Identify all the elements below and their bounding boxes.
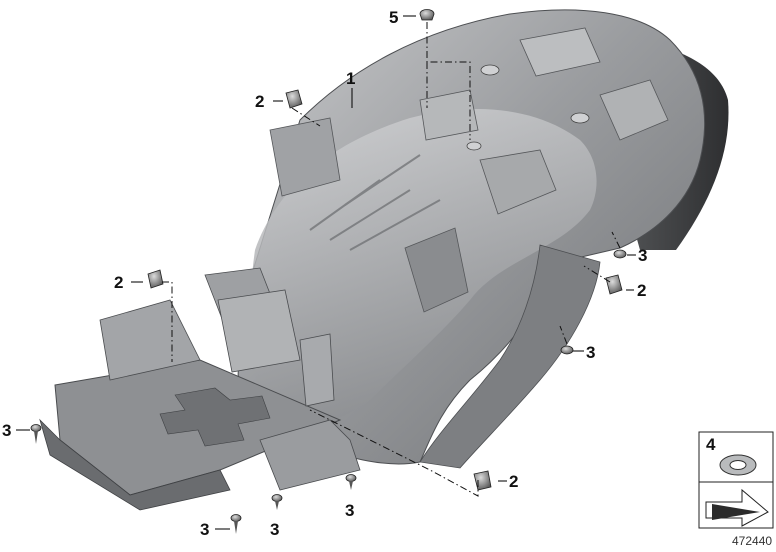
speed-nut-2d xyxy=(473,470,492,491)
callout-2: 2 xyxy=(255,92,264,111)
callout-4: 4 xyxy=(706,435,716,454)
mudguard-left-bracket xyxy=(269,117,341,197)
tray-post xyxy=(299,333,335,407)
callout-3: 3 xyxy=(270,520,279,539)
tray-wall xyxy=(217,289,301,373)
callout-3: 3 xyxy=(638,246,647,265)
tray-front-edge xyxy=(39,418,231,511)
rear-mudguard-part xyxy=(237,9,729,469)
callout-3: 3 xyxy=(345,501,354,520)
tray-wall xyxy=(99,299,201,381)
callout-2: 2 xyxy=(509,472,518,491)
callout-5: 5 xyxy=(389,8,398,27)
mudguard-top-block xyxy=(519,27,601,77)
screw-3-bottom-middle xyxy=(271,494,283,510)
inset-box: 4 xyxy=(698,431,774,529)
screw-3-right-upper xyxy=(613,249,627,259)
assembly-symbol-icon xyxy=(705,488,769,527)
cap-part-5 xyxy=(419,9,435,21)
screw-3-bottom-left xyxy=(230,514,242,534)
callout-3: 3 xyxy=(200,520,209,539)
speed-nut-2b xyxy=(147,269,164,289)
mudguard-mounting-posts xyxy=(466,64,590,151)
washer-part-4 xyxy=(719,454,757,476)
callout-2: 2 xyxy=(114,273,123,292)
screw-3-left xyxy=(30,424,42,444)
mudguard-inner-pocket xyxy=(404,227,469,313)
screw-3-right-lower xyxy=(560,345,574,355)
callout-labels: 1 2 2 2 2 3 3 3 3 3 3 5 xyxy=(2,8,647,539)
mudguard-top-block xyxy=(419,89,479,141)
diagram-number: 472440 xyxy=(732,534,772,548)
mudguard-side-wall xyxy=(419,244,601,469)
mudguard-ribs xyxy=(309,154,441,251)
tray-flap xyxy=(259,419,361,491)
front-tray-part xyxy=(39,267,361,511)
mudguard-top-block xyxy=(599,79,669,141)
leader-lines xyxy=(16,15,636,530)
callout-1: 1 xyxy=(346,69,355,88)
screw-3-bottom-right xyxy=(345,474,357,490)
callout-3: 3 xyxy=(2,421,11,440)
speed-nut-2c xyxy=(605,274,623,295)
mudguard-top-block xyxy=(479,149,557,215)
dashed-assembly-lines xyxy=(162,22,621,497)
speed-nut-2a xyxy=(285,89,303,109)
callout-3: 3 xyxy=(586,343,595,362)
tray-cross-cutout xyxy=(159,387,271,447)
callout-2: 2 xyxy=(637,281,646,300)
